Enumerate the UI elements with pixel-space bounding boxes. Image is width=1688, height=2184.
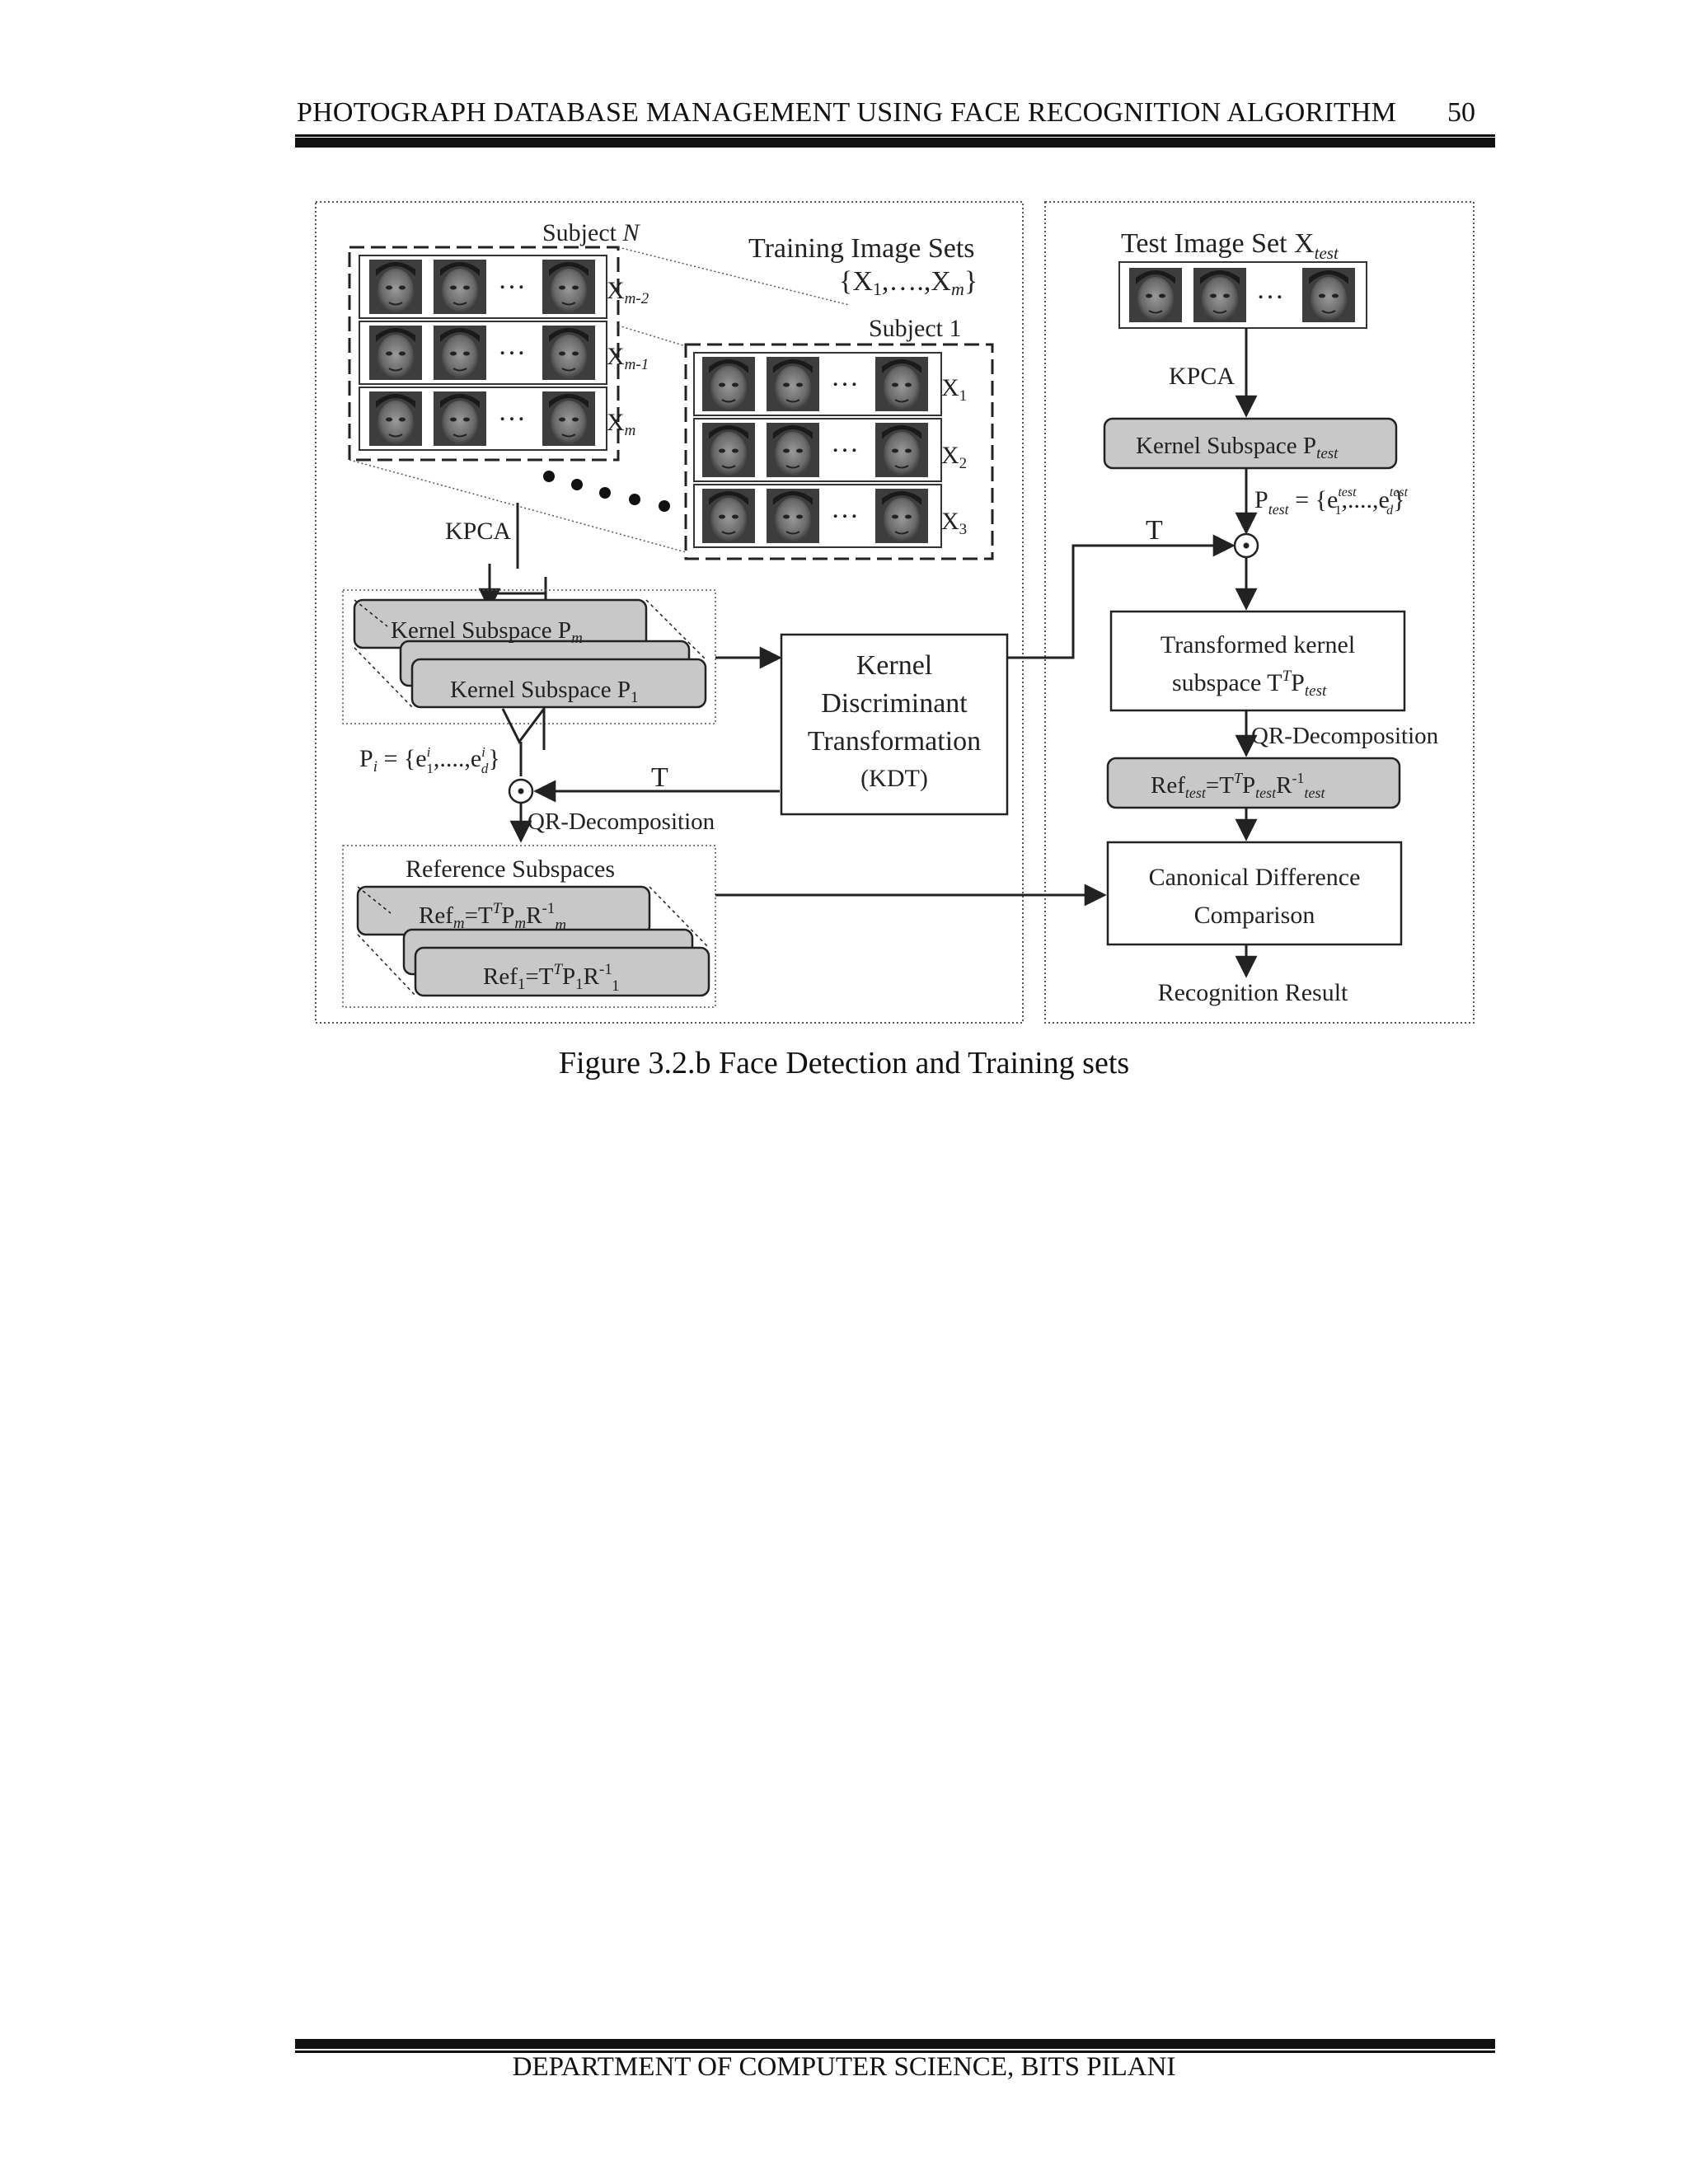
kernel-subspace-pm-label: Kernel Subspace Pm (391, 617, 583, 647)
svg-text:…: … (498, 265, 526, 295)
row-label-xm: Xm (607, 409, 635, 439)
svg-text:…: … (831, 362, 859, 392)
ref-test-box (1106, 757, 1401, 809)
kernel-subspace-ptest-label: Kernel Subspace Ptest (1136, 433, 1339, 462)
footer-rule-thick (295, 2039, 1495, 2049)
t-label-left: T (651, 762, 668, 793)
svg-text:Canonical Difference: Canonical Difference (1149, 864, 1361, 891)
subject-1-image-rows: … … … (693, 352, 942, 548)
kernel-subspace-p1-label: Kernel Subspace P1 (450, 677, 639, 706)
kernel-subspace-ptest-box (1103, 417, 1398, 470)
subject-n-image-rows: … … … (359, 255, 607, 451)
reference-subspaces-frame (342, 845, 716, 1008)
header-rule-thick (295, 138, 1495, 148)
ref-test-label: Reftest=TTPtestR-1test (1151, 770, 1325, 801)
face-recognition-diagram: Subject N … … … Xm-2 Xm-1 Xm Training Im… (315, 201, 1475, 1024)
recognition-result-label: Recognition Result (1158, 979, 1348, 1006)
kdt-box (780, 633, 1009, 816)
training-set-notation: {X1,….,Xm} (839, 266, 978, 299)
reference-subspaces-label: Reference Subspaces (406, 855, 615, 883)
continuation-dots (543, 471, 670, 512)
svg-text:(KDT): (KDT) (860, 765, 928, 792)
header-rule-thin (295, 134, 1495, 137)
page-number: 50 (1447, 97, 1475, 128)
svg-text:Comparison: Comparison (1194, 902, 1315, 929)
kpca-label-left: KPCA (445, 518, 511, 545)
row-label-xm-2: Xm-2 (607, 277, 649, 307)
qr-decomposition-left: QR-Decomposition (528, 808, 715, 835)
subject-1-group (684, 343, 994, 560)
test-image-set-title: Test Image Set Xtest (1121, 228, 1339, 263)
row-label-x1: X1 (941, 374, 967, 405)
training-panel (315, 201, 1024, 1024)
subject-n-group (348, 246, 620, 462)
subject-n-label: Subject N (542, 219, 641, 246)
svg-text:Kernel: Kernel (856, 650, 933, 681)
running-header-title: PHOTOGRAPH DATABASE MANAGEMENT USING FAC… (297, 97, 1397, 128)
kernel-subspace-p1-box (410, 658, 707, 709)
transformed-kernel-box (1109, 610, 1406, 712)
transformed-kernel-line2: subspace TTPtest (1172, 668, 1327, 700)
footer-text: DEPARTMENT OF COMPUTER SCIENCE, BITS PIL… (512, 2052, 1176, 2082)
subject-1-label: Subject 1 (869, 315, 962, 342)
row-label-x2: X2 (941, 442, 967, 472)
training-image-sets-title: Training Image Sets (748, 233, 975, 264)
qr-decomposition-right: QR-Decomposition (1251, 723, 1439, 749)
test-panel (1044, 201, 1475, 1024)
svg-text:…: … (1256, 274, 1284, 305)
kernel-subspace-stack-frame (342, 589, 716, 724)
row-label-xm-1: Xm-1 (607, 343, 649, 373)
ref-1-label: Ref1=TTP1R-11 (483, 961, 620, 995)
svg-text:…: … (831, 428, 859, 458)
svg-text:Transformation: Transformation (808, 726, 981, 757)
ref-m-label: Refm=TTPmR-1m (419, 900, 566, 934)
svg-text:Transformed kernel: Transformed kernel (1160, 631, 1355, 658)
row-label-x3: X3 (941, 508, 967, 538)
svg-text:Discriminant: Discriminant (821, 688, 968, 719)
canonical-difference-box (1106, 841, 1403, 946)
figure-caption: Figure 3.2.b Face Detection and Training… (558, 1046, 1130, 1080)
t-label-right: T (1146, 515, 1163, 546)
footer-rule-thin (295, 2050, 1495, 2053)
ref-1-box (414, 946, 710, 997)
kpca-label-right: KPCA (1169, 363, 1235, 390)
svg-text:…: … (498, 330, 526, 361)
svg-text:…: … (831, 494, 859, 524)
svg-text:…: … (498, 396, 526, 427)
